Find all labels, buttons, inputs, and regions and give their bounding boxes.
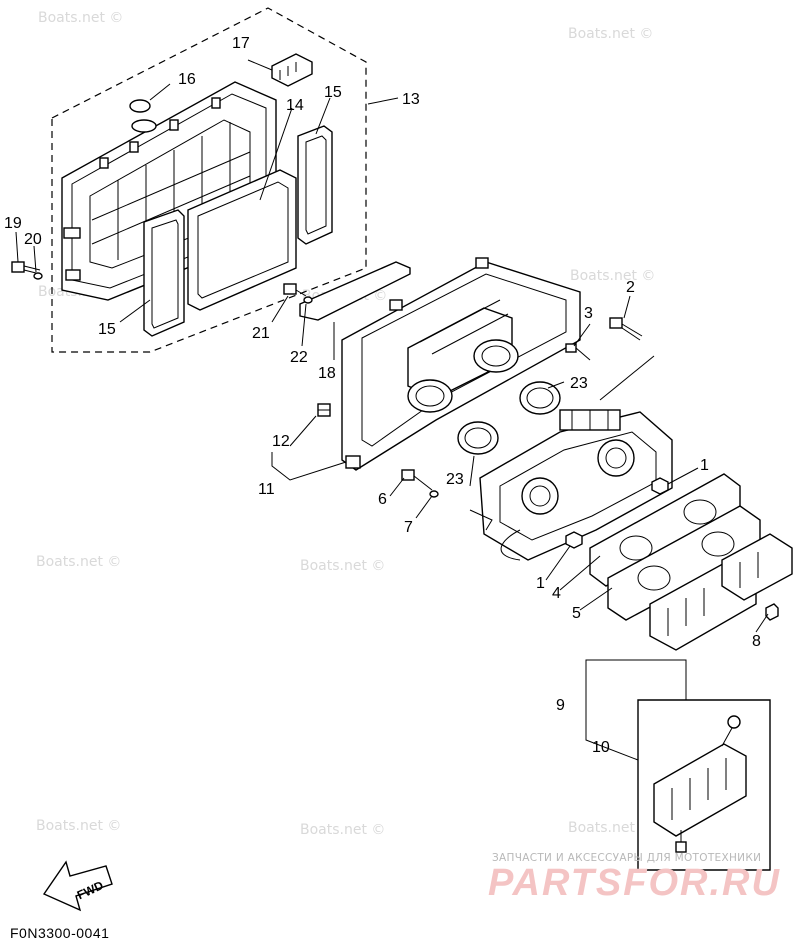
watermark: Boats.net © <box>568 26 653 42</box>
part-1-nut-b <box>565 531 583 549</box>
callout-12: 12 <box>272 433 290 450</box>
part-8-pin <box>765 603 779 621</box>
callout-14: 14 <box>286 97 304 114</box>
callout-19: 19 <box>4 215 22 232</box>
assembly-13-outline <box>51 7 367 353</box>
partsfor-logo: PARTSFOR.RU <box>488 862 781 904</box>
reed-valve-block <box>649 533 793 651</box>
callout-1-lower: 1 <box>536 575 545 592</box>
callout-23-left: 23 <box>446 471 464 488</box>
callout-9: 9 <box>556 697 565 714</box>
callout-8: 8 <box>752 633 761 650</box>
callout-23-right: 23 <box>570 375 588 392</box>
part-22-washer <box>303 296 313 304</box>
callouts: 17 16 14 15 13 19 20 15 21 22 18 12 11 2… <box>4 35 761 756</box>
watermark: Boats.net © <box>568 820 653 836</box>
callout-20: 20 <box>24 231 42 248</box>
callout-15-top: 15 <box>324 84 342 101</box>
watermark: Boats.net © <box>300 822 385 838</box>
watermark: Boats.net © <box>38 10 123 26</box>
intake-silencer-housing <box>341 257 581 471</box>
leader-lines <box>15 59 769 761</box>
callout-5: 5 <box>572 605 581 622</box>
callout-10: 10 <box>592 739 610 756</box>
callout-17: 17 <box>232 35 250 52</box>
callout-13: 13 <box>402 91 420 108</box>
part-23-seal-b <box>457 421 499 455</box>
callout-1-upper: 1 <box>700 457 709 474</box>
callout-21: 21 <box>252 325 270 342</box>
figure-code: F0N3300-0041 <box>10 925 110 941</box>
part-14-frame <box>187 169 297 311</box>
callout-7: 7 <box>404 519 413 536</box>
throttle-body <box>469 409 673 561</box>
part-15-gasket-a <box>143 209 185 337</box>
callout-4: 4 <box>552 585 561 602</box>
logo-subtitle: ЗАПЧАСТИ И АКСЕССУАРЫ ДЛЯ МОТОТЕХНИКИ <box>492 852 762 864</box>
reed-valve-detail <box>653 715 747 853</box>
part-18-gasket <box>299 261 411 321</box>
fwd-arrow-icon: FWD <box>42 860 113 912</box>
watermark: Boats.net © <box>36 818 121 834</box>
part-23-seal-a <box>519 381 561 415</box>
watermark: Boats.net © <box>570 268 655 284</box>
part-21-bolt <box>283 283 307 297</box>
part-12-plug <box>317 403 331 417</box>
callout-16: 16 <box>178 71 196 88</box>
watermark: Boats.net © <box>36 554 121 570</box>
callout-18: 18 <box>318 365 336 382</box>
part-3-stud <box>565 343 591 361</box>
part-1-nut-a <box>651 477 669 495</box>
part-6-screw <box>401 469 433 491</box>
part-20-washer <box>33 272 43 280</box>
callout-22: 22 <box>290 349 308 366</box>
callout-6: 6 <box>378 491 387 508</box>
part-15-gasket-b <box>297 125 333 245</box>
part-2-bolt <box>609 317 643 341</box>
watermark: Boats.net © <box>300 558 385 574</box>
part-7-washer <box>429 490 439 498</box>
part-17-connector <box>271 53 313 87</box>
callout-2: 2 <box>626 279 635 296</box>
callout-11: 11 <box>258 481 275 498</box>
callout-3: 3 <box>584 305 593 322</box>
callout-15-left: 15 <box>98 321 116 338</box>
part-16-cap <box>129 99 157 133</box>
